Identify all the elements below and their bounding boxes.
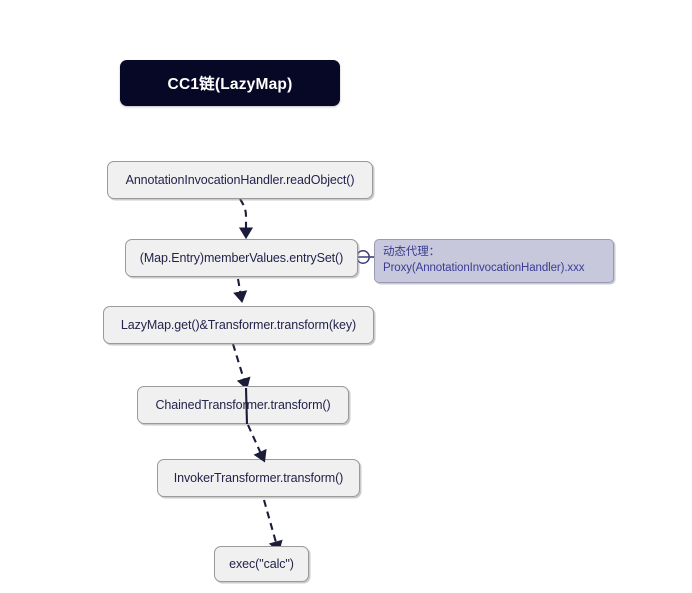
node-annotation-invocation-handler-readobject[interactable]: AnnotationInvocationHandler.readObject() (107, 161, 373, 199)
edge-readObject-to-entrySet (238, 198, 254, 240)
node-chainedtransformer-transform[interactable]: ChainedTransformer.transform() (137, 386, 349, 424)
node-label: InvokerTransformer.transform() (173, 471, 344, 485)
node-label: exec("calc") (229, 557, 294, 571)
note-dynamic-proxy[interactable]: 动态代理： Proxy(AnnotationInvocationHandler)… (374, 239, 614, 283)
node-invokertransformer-transform[interactable]: InvokerTransformer.transform() (157, 459, 360, 497)
node-label: LazyMap.get()&Transformer.transform(key) (120, 318, 357, 332)
page-title: CC1链(LazyMap) (167, 76, 293, 93)
edge-lazymap-to-chained (231, 343, 251, 390)
node-label: (Map.Entry)memberValues.entrySet() (139, 251, 344, 265)
node-map-entry-membervalues-entryset[interactable]: (Map.Entry)memberValues.entrySet() (125, 239, 358, 277)
node-lazymap-get-transformer-transform[interactable]: LazyMap.get()&Transformer.transform(key) (103, 306, 374, 344)
edge-invoker-to-exec (262, 499, 283, 553)
node-label: ChainedTransformer.transform() (155, 398, 331, 412)
node-label: AnnotationInvocationHandler.readObject() (125, 173, 355, 187)
note-line-2: Proxy(AnnotationInvocationHandler).xxx (383, 262, 585, 274)
circle-connector-icon (356, 250, 370, 264)
edge-entrySet-to-lazymap (233, 278, 248, 304)
note-line-1: 动态代理： (383, 246, 440, 258)
node-exec-calc[interactable]: exec("calc") (214, 546, 309, 582)
diagram-title-banner: CC1链(LazyMap) (120, 60, 340, 106)
